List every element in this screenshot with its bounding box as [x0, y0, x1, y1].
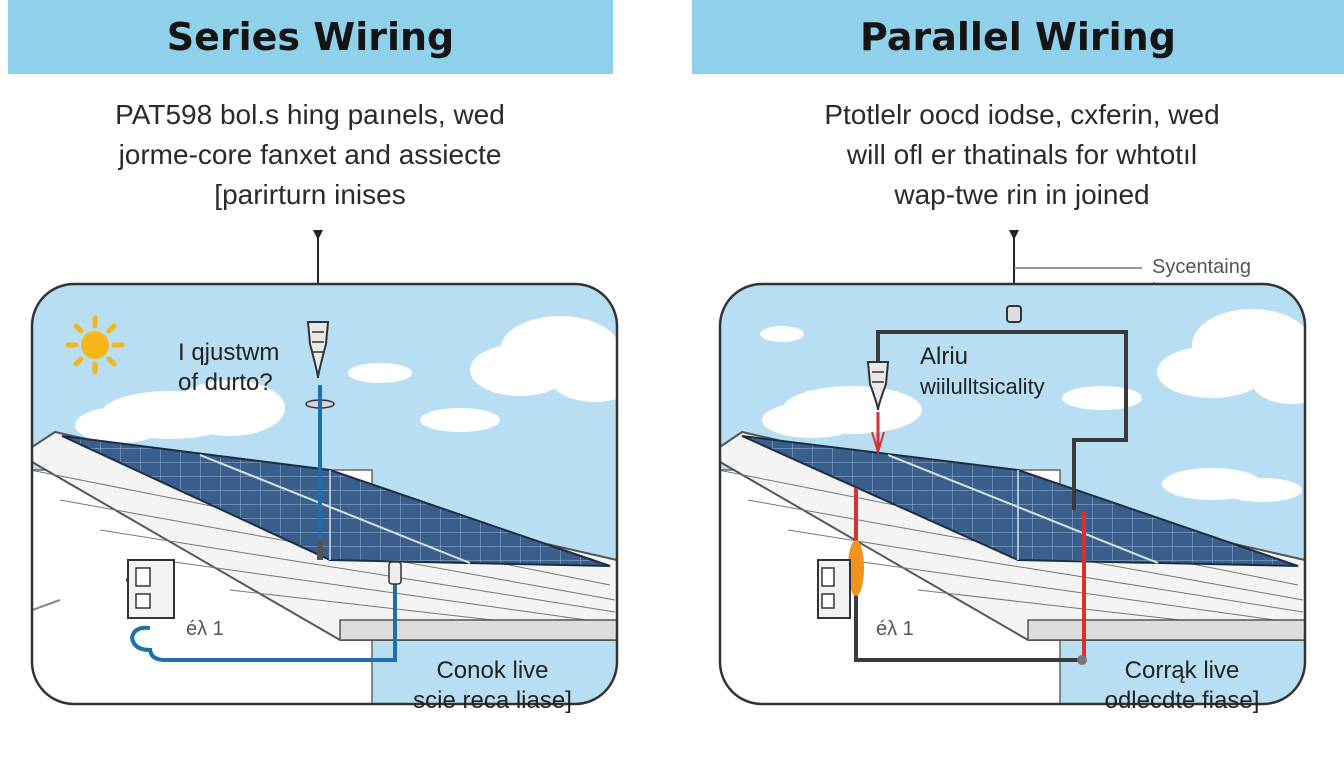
parallel-top-connector-icon	[1006, 305, 1022, 323]
series-scene-frame	[30, 282, 619, 706]
series-corner-label-line-1: Conok live	[436, 657, 549, 684]
series-clouds	[75, 316, 617, 443]
parallel-corner-label: Corrąk live odlecdte fiase]	[1082, 656, 1282, 716]
series-wiring-panel: Series Wiring PAT598 bol.s hing paınels,…	[8, 0, 619, 716]
parallel-solar-array	[741, 435, 1299, 567]
parallel-caption-line-2: will ofl er thatinals for whtotıl	[846, 139, 1198, 170]
parallel-roof-illustration	[718, 230, 1307, 706]
series-solar-array	[61, 435, 611, 567]
series-caption-line-2: jorme-core fanxet and assiecte	[118, 139, 502, 170]
parallel-title-banner: Parallel Wiring	[692, 0, 1344, 74]
parallel-sky-label-line-2: wiilulltsicality	[920, 374, 1045, 399]
series-corner-label: Conok live scie reca liase]	[400, 656, 585, 716]
parallel-corner-label-line-2: odlecdte fiase]	[1104, 687, 1260, 714]
series-caption-line-3: [parirturn inises	[214, 179, 406, 210]
parallel-corner-label-line-1: Corrąk live	[1124, 657, 1240, 684]
parallel-connector-icon	[866, 361, 890, 456]
parallel-caption: Ptotlelr oocd iodse, cxferin, wed will o…	[752, 95, 1292, 215]
series-caption-line-1: PAT598 bol.s hing paınels, wed	[115, 99, 505, 130]
parallel-loop-wire	[876, 330, 1128, 510]
parallel-sky-label: Alriu wiilulltsicality	[920, 342, 1045, 402]
series-mark-label: éλ 1	[186, 618, 224, 640]
parallel-scene-frame	[718, 282, 1307, 706]
series-corner-label-line-2: scie reca liase]	[413, 687, 572, 714]
parallel-sky-label-line-1: Alriu	[920, 343, 969, 370]
series-bottom-wire	[148, 570, 397, 662]
series-title-banner: Series Wiring	[8, 0, 613, 74]
parallel-caption-line-1: Ptotlelr oocd iodse, cxferin, wed	[824, 99, 1220, 130]
parallel-wiring-panel: Parallel Wiring Ptotlelr oocd iodse, cxf…	[672, 0, 1344, 768]
series-sky-label-line-2: of durto?	[178, 369, 273, 396]
parallel-clouds	[760, 309, 1305, 502]
series-sky-label-line-1: I qjustwm	[178, 339, 280, 366]
parallel-mark-label: éλ 1	[876, 618, 914, 640]
parallel-title: Parallel Wiring	[860, 15, 1176, 59]
series-roof-illustration	[30, 230, 619, 706]
series-pointer-arrow	[313, 230, 323, 240]
series-caption: PAT598 bol.s hing paınels, wed jorme-cor…	[60, 95, 560, 215]
parallel-pointer-arrow	[1009, 230, 1019, 240]
parallel-caption-line-3: wap-twe rin in joined	[894, 179, 1150, 210]
fuse-icon	[848, 540, 864, 596]
sun-icon	[65, 315, 125, 375]
parallel-inverter-box	[817, 559, 851, 619]
series-inverter-box	[126, 559, 175, 619]
callout-label: Sycentaing	[1152, 256, 1251, 278]
series-sky-label: I qjustwm of durto?	[178, 338, 279, 398]
series-title: Series Wiring	[166, 15, 455, 59]
